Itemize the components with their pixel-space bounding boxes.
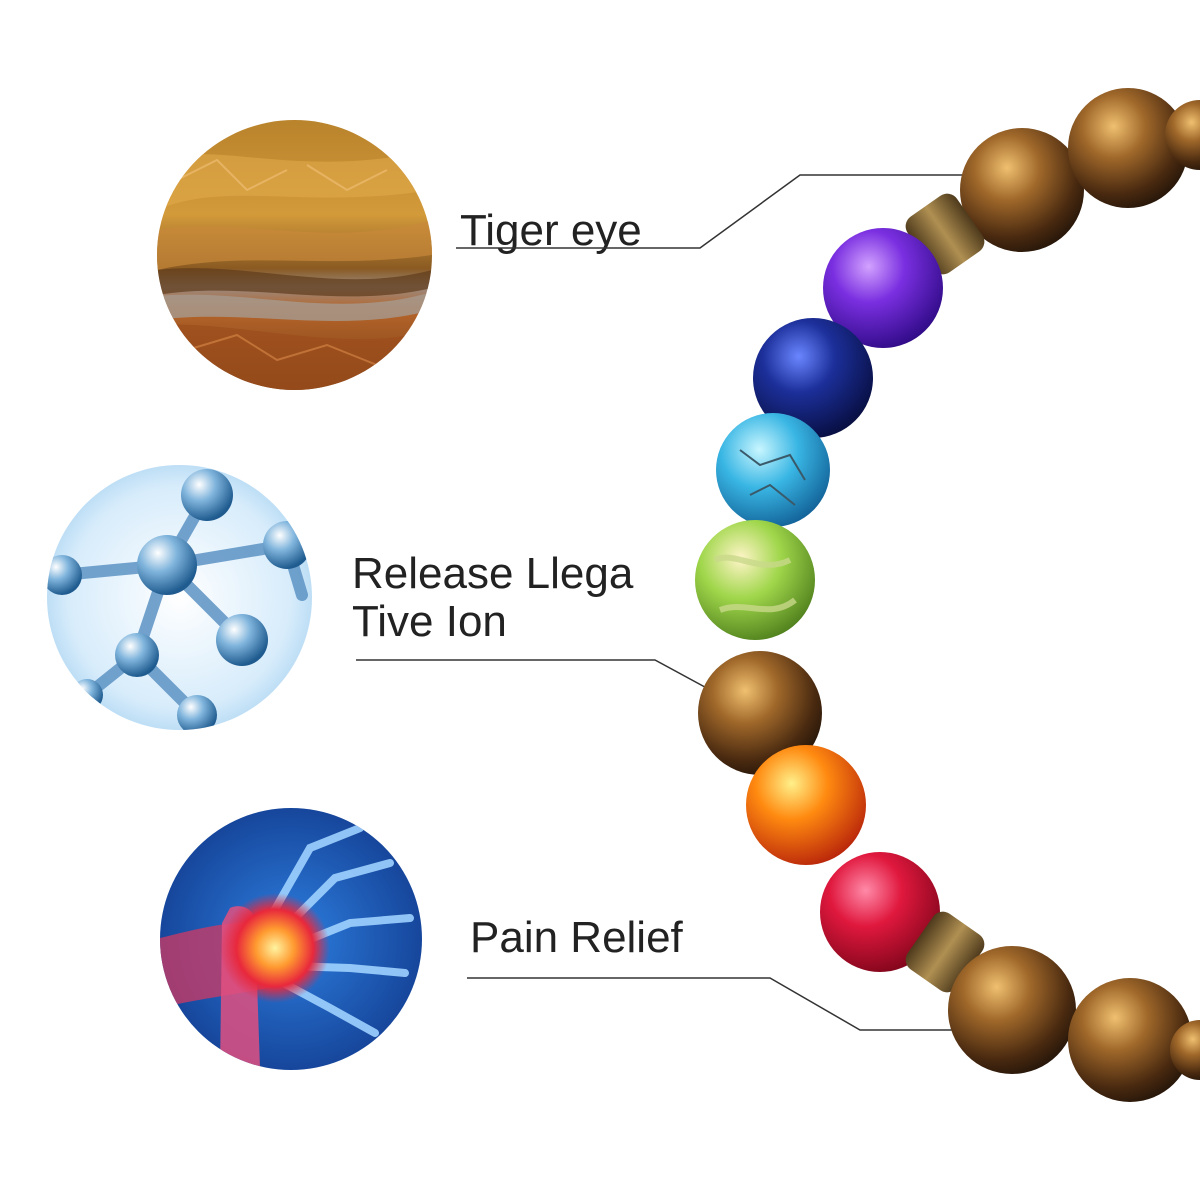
jasper-bead bbox=[695, 520, 815, 640]
tiger-eye-bead bbox=[948, 946, 1076, 1074]
negative-ion-label-line2: Tive Ion bbox=[352, 597, 507, 646]
turquoise-bead bbox=[716, 413, 830, 527]
tiger-eye-bead bbox=[698, 651, 822, 775]
amethyst-bead bbox=[823, 228, 943, 348]
pain-relief-label: Pain Relief bbox=[470, 913, 683, 962]
tiger-eye-bead bbox=[960, 128, 1084, 252]
amber-bead bbox=[746, 745, 866, 865]
tiger-eye-label: Tiger eye bbox=[460, 206, 642, 255]
negative-ion-label-line1: Release Llega bbox=[352, 549, 634, 598]
tiger-eye-bead bbox=[1068, 88, 1188, 208]
lapis-bead bbox=[753, 318, 873, 438]
tiger-eye-bead bbox=[1165, 100, 1200, 170]
hand-xray-pain-icon bbox=[160, 808, 422, 1070]
pain-relief-callout-line bbox=[467, 977, 1018, 1031]
tiger-eye-bead bbox=[1068, 978, 1192, 1102]
tiger-eye-callout-line bbox=[456, 174, 1022, 249]
red-jade-bead bbox=[820, 852, 940, 972]
tiger-eye-bead bbox=[1170, 1020, 1200, 1080]
